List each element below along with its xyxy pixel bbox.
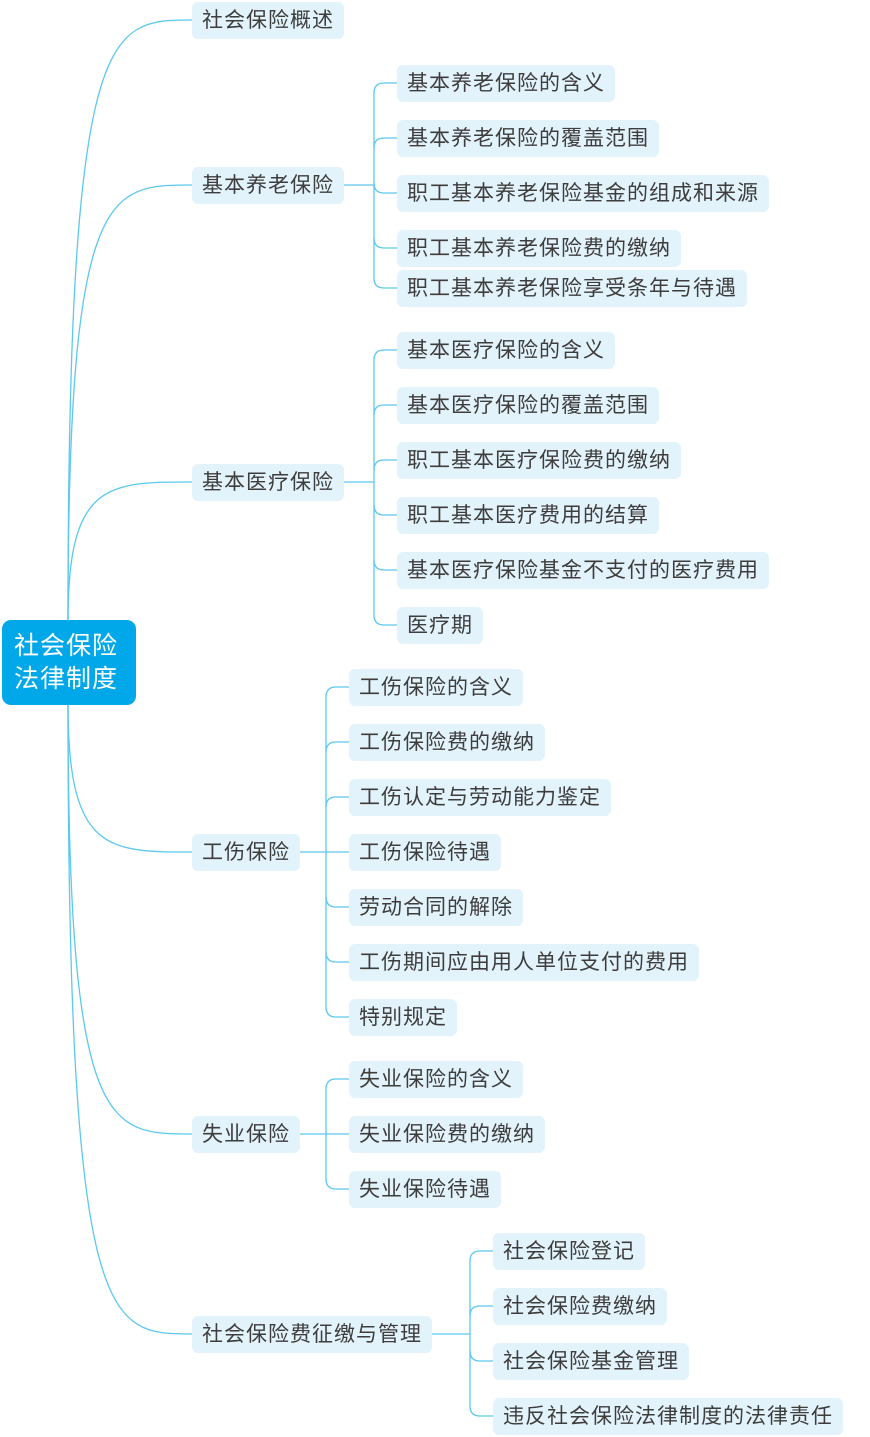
child-link-2-1 xyxy=(373,404,397,416)
topic-node[interactable]: 工伤期间应由用人单位支付的费用 xyxy=(349,943,699,981)
topic-node[interactable]: 基本医疗保险的含义 xyxy=(397,331,615,369)
child-link-5-1 xyxy=(469,1305,493,1317)
child-link-2-2 xyxy=(373,459,397,471)
child-link-2-0 xyxy=(373,349,397,361)
child-link-1-2 xyxy=(373,182,397,194)
topic-node[interactable]: 职工基本养老保险享受条年与待遇 xyxy=(397,269,747,307)
child-link-5-0 xyxy=(469,1250,493,1262)
topic-node[interactable]: 工伤保险费的缴纳 xyxy=(349,723,545,761)
topic-node[interactable]: 失业保险的含义 xyxy=(349,1060,523,1098)
topic-node[interactable]: 工伤保险待遇 xyxy=(349,833,501,871)
topic-node[interactable]: 社会保险基金管理 xyxy=(493,1342,689,1380)
child-link-1-0 xyxy=(373,82,397,94)
topic-node[interactable]: 职工基本医疗费用的结算 xyxy=(397,496,659,534)
child-link-3-1 xyxy=(325,741,349,753)
child-link-2-5 xyxy=(373,614,397,626)
child-link-5-2 xyxy=(469,1350,493,1362)
branch-node-unemployment[interactable]: 失业保险 xyxy=(192,1115,300,1153)
topic-node[interactable]: 工伤认定与劳动能力鉴定 xyxy=(349,778,611,816)
topic-node[interactable]: 工伤保险的含义 xyxy=(349,668,523,706)
topic-node[interactable]: 失业保险待遇 xyxy=(349,1170,501,1208)
topic-node[interactable]: 职工基本医疗保险费的缴纳 xyxy=(397,441,681,479)
root-link-2 xyxy=(67,481,193,621)
topic-node[interactable]: 基本医疗保险基金不支付的医疗费用 xyxy=(397,551,769,589)
root-link-3 xyxy=(67,704,193,853)
child-link-3-2 xyxy=(325,796,349,808)
topic-node[interactable]: 劳动合同的解除 xyxy=(349,888,523,926)
child-link-3-5 xyxy=(325,951,349,963)
root-node[interactable]: 社会保险 法律制度 xyxy=(2,620,136,705)
topic-node[interactable]: 基本养老保险的含义 xyxy=(397,64,615,102)
root-link-4 xyxy=(67,704,193,1135)
branch-node-work-injury[interactable]: 工伤保险 xyxy=(192,833,300,871)
topic-node[interactable]: 基本医疗保险的覆盖范围 xyxy=(397,386,659,424)
root-link-5 xyxy=(67,704,193,1335)
branch-node-pension[interactable]: 基本养老保险 xyxy=(192,166,344,204)
child-link-1-1 xyxy=(373,137,397,149)
topic-node[interactable]: 基本养老保险的覆盖范围 xyxy=(397,119,659,157)
child-link-3-4 xyxy=(325,896,349,908)
child-link-3-0 xyxy=(325,686,349,698)
topic-node[interactable]: 社会保险费缴纳 xyxy=(493,1287,667,1325)
child-link-3-6 xyxy=(325,1006,349,1018)
root-link-0 xyxy=(67,19,193,621)
root-link-1 xyxy=(67,184,193,621)
child-link-2-3 xyxy=(373,504,397,516)
child-link-1-3 xyxy=(373,237,397,249)
root-node-line2: 法律制度 xyxy=(14,664,119,693)
topic-node[interactable]: 特别规定 xyxy=(349,998,457,1036)
topic-node[interactable]: 职工基本养老保险基金的组成和来源 xyxy=(397,174,769,212)
child-link-4-0 xyxy=(325,1078,349,1090)
child-link-2-4 xyxy=(373,559,397,571)
branch-node-medical[interactable]: 基本医疗保险 xyxy=(192,463,344,501)
branch-node-overview[interactable]: 社会保险概述 xyxy=(192,1,344,39)
child-link-1-4 xyxy=(373,277,397,289)
child-link-4-2 xyxy=(325,1178,349,1190)
child-link-5-3 xyxy=(469,1405,493,1417)
topic-node[interactable]: 社会保险登记 xyxy=(493,1232,645,1270)
topic-node[interactable]: 失业保险费的缴纳 xyxy=(349,1115,545,1153)
topic-node[interactable]: 违反社会保险法律制度的法律责任 xyxy=(493,1397,843,1435)
topic-node[interactable]: 医疗期 xyxy=(397,606,483,644)
root-node-line1: 社会保险 xyxy=(14,631,119,660)
branch-node-collection[interactable]: 社会保险费征缴与管理 xyxy=(192,1315,432,1353)
topic-node[interactable]: 职工基本养老保险费的缴纳 xyxy=(397,229,681,267)
